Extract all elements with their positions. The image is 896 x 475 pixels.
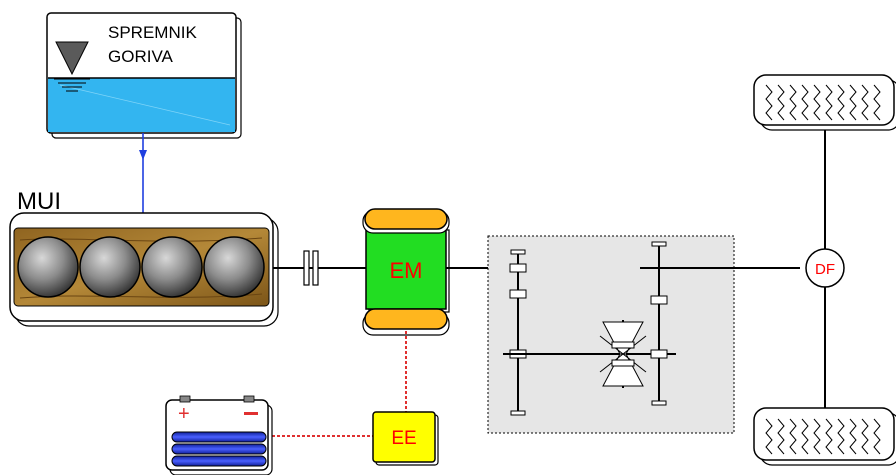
cylinder-1	[17, 236, 79, 298]
engine-block	[9, 212, 279, 327]
synchronizer-icon	[599, 320, 647, 388]
electronics-label: EE	[391, 428, 416, 449]
differential: DF	[805, 248, 845, 288]
minus-terminal-icon	[244, 412, 258, 415]
fuel-level-indicator-icon	[54, 41, 90, 92]
tank-label-line2: GORIVA	[108, 47, 174, 66]
gearbox	[487, 235, 800, 434]
wheel-top	[753, 74, 896, 131]
fuel-line	[139, 133, 147, 218]
engine-label: MUI	[17, 188, 61, 215]
battery: +	[165, 395, 273, 475]
tank-label-line1: SPREMNIK	[108, 23, 197, 42]
cylinder-2	[79, 236, 141, 298]
plus-terminal-icon: +	[178, 403, 190, 425]
fuel-tank: SPREMNIK GORIVA	[46, 12, 242, 139]
electric-motor: EM	[362, 208, 450, 336]
differential-label: DF	[815, 261, 835, 278]
cylinder-3	[141, 236, 203, 298]
electric-lines	[272, 331, 407, 437]
power-electronics: EE	[372, 411, 439, 466]
clutch	[303, 250, 319, 286]
motor-label: EM	[390, 258, 423, 283]
wheel-bottom	[753, 407, 896, 466]
fuel-level	[48, 78, 235, 132]
cylinder-4	[203, 236, 265, 298]
